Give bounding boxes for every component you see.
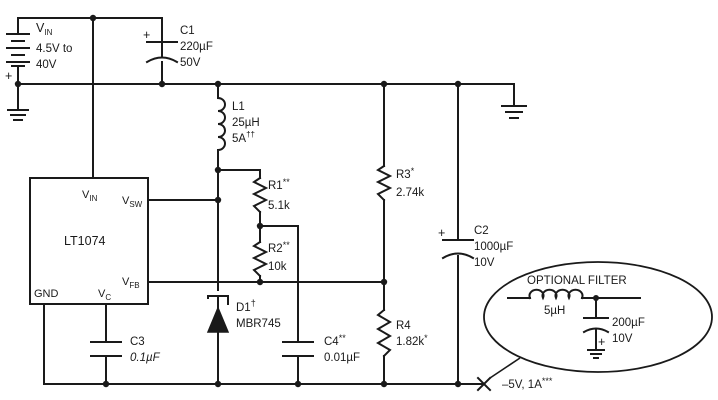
l1-ref: L1 — [232, 101, 245, 113]
ic-pin-vc: VC — [98, 288, 111, 302]
c2-ref: C2 — [474, 225, 489, 237]
c1-voltage: 50V — [180, 57, 201, 69]
r3-value: 2.74k — [396, 187, 424, 199]
c1-ref: C1 — [180, 25, 195, 37]
r4-ref: R4 — [396, 320, 411, 332]
c1-value: 220µF — [180, 41, 213, 53]
resistor-r3-symbol — [375, 164, 393, 202]
c3-value: 0.1µF — [130, 352, 161, 364]
junction-dots — [14, 14, 462, 388]
c4-value: 0.01µF — [324, 352, 360, 364]
resistor-r1-symbol — [251, 176, 269, 214]
filter-callout-line — [489, 357, 521, 379]
resistor-r4-symbol — [376, 308, 392, 358]
filter-cap-plus-sign: + — [598, 335, 605, 349]
ic-pin-vin: VIN — [82, 189, 98, 203]
optional-filter-title: OPTIONAL FILTER — [527, 275, 627, 287]
filter-cap-voltage: 10V — [612, 333, 633, 345]
r1-ref: R1** — [268, 177, 290, 192]
diode-d1-symbol — [206, 295, 230, 333]
ic-pin-vsw: VSW — [122, 195, 143, 209]
r2-ref: R2** — [268, 240, 290, 255]
ic-pin-vfb: VFB — [122, 276, 140, 290]
filter-inductor-value: 5µH — [544, 305, 565, 317]
lt1074-ic-body — [29, 177, 149, 305]
c1-plus-sign: + — [143, 28, 150, 42]
d1-ref: D1† — [236, 298, 256, 314]
l1-value: 25µH — [232, 117, 260, 129]
ic-pin-gnd: GND — [34, 288, 59, 300]
capacitor-c3-symbol — [90, 341, 122, 357]
capacitor-c4-symbol — [282, 341, 314, 357]
r4-value: 1.82k* — [396, 333, 428, 348]
c2-voltage: 10V — [474, 257, 495, 269]
c2-value: 1000µF — [474, 241, 513, 253]
capacitor-c1-symbol — [145, 41, 179, 64]
ground-symbol-input — [7, 109, 29, 121]
output-terminal-x — [476, 376, 492, 392]
vin-range-line1: 4.5V to — [36, 43, 72, 55]
c4-ref: C4** — [324, 333, 346, 348]
filter-inductor-symbol — [528, 288, 584, 301]
d1-part: MBR745 — [236, 318, 281, 330]
filter-cap-value: 200µF — [612, 317, 645, 329]
c3-ref: C3 — [130, 336, 145, 348]
output-voltage-label: –5V, 1A*** — [502, 376, 553, 391]
r3-ref: R3* — [396, 166, 415, 181]
battery-plus-sign: + — [5, 69, 12, 83]
capacitor-c2-symbol — [441, 239, 475, 260]
input-battery-symbol: + — [5, 33, 30, 83]
vin-source-label: VIN — [36, 21, 53, 37]
ic-part-number: LT1074 — [64, 234, 106, 248]
c2-plus-sign: + — [438, 226, 445, 240]
resistor-r2-symbol — [251, 240, 269, 278]
ground-symbol-output — [501, 105, 527, 119]
l1-current: 5A†† — [232, 130, 255, 145]
inductor-l1-symbol — [216, 96, 226, 153]
r1-value: 5.1k — [268, 200, 290, 212]
vin-range-line2: 40V — [36, 59, 57, 71]
r2-value: 10k — [268, 261, 287, 273]
filter-capacitor-symbol — [582, 297, 610, 359]
